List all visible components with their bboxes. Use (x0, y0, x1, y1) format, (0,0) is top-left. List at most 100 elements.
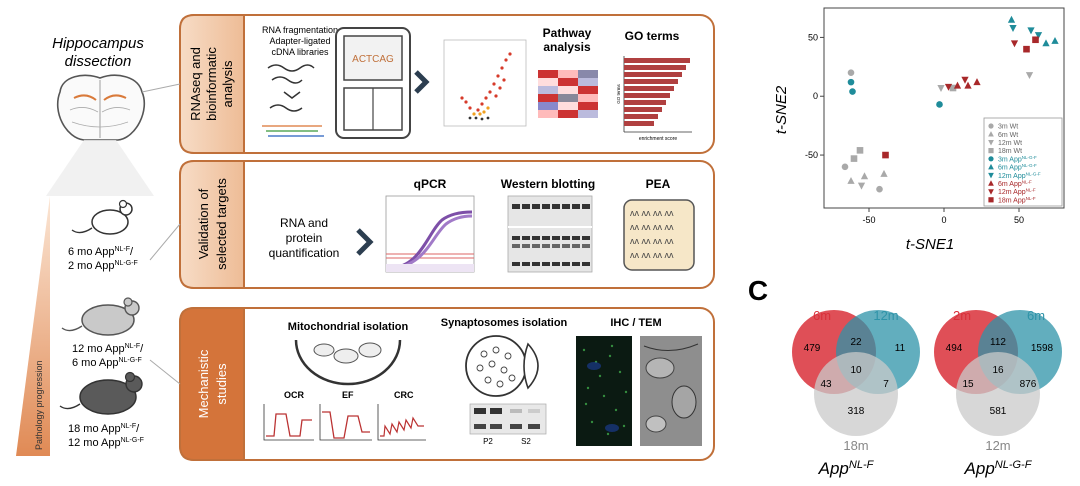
tsne-xtick-label: 50 (1014, 215, 1024, 225)
go-ylabel: GO terms (616, 84, 621, 104)
go-bar-thumbnail (623, 56, 692, 133)
tsne-point (1032, 36, 1039, 44)
ocr-axes (263, 404, 314, 441)
pea-plate-thumbnail: ʌʌ ʌʌ ʌʌ ʌʌ ʌʌ ʌʌ ʌʌ ʌʌ ʌʌ ʌʌ ʌʌ ʌʌ ʌʌ ʌ… (623, 199, 695, 271)
venn-right: 2m 6m 12m 494 112 1598 16 15 876 581 App… (934, 308, 1062, 478)
venn-right-caption: AppNL-G-F (964, 459, 1033, 478)
legend-label: 12m AppNL-F (998, 188, 1036, 197)
mouse-icon-1 (71, 199, 133, 235)
venn-left-abc: 10 (850, 365, 862, 376)
tsne-point (1009, 25, 1017, 32)
legend-marker (988, 189, 994, 195)
svg-text:ʌʌ ʌʌ ʌʌ ʌʌ: ʌʌ ʌʌ ʌʌ ʌʌ (630, 208, 674, 218)
tsne-point (953, 81, 962, 89)
qpcr-curve-thumbnail (385, 195, 475, 273)
rnaseq-side-line1: RNAseq and (188, 47, 203, 121)
venn-left-only-a: 479 (804, 343, 821, 354)
pathway-title-line2: analysis (543, 40, 591, 54)
zoom-cone (46, 140, 154, 196)
validation-side-line2: selected targets (214, 178, 229, 270)
venn-right-bc: 876 (1020, 379, 1037, 390)
rnaseq-side-line2: bioinformatic (204, 47, 219, 121)
venn-left-circle-c (814, 352, 898, 436)
legend-label: 6m AppNL-G-F (998, 163, 1037, 172)
panel-letter-c: C (748, 275, 768, 306)
pathway-title-line1: Pathway (543, 26, 592, 40)
mouse3-line2: 12 mo AppNL-G-F (68, 437, 144, 449)
panel-validation: Validation of selected targets RNA and p… (179, 160, 715, 289)
mechanistic-side-line1: Mechanistic (196, 349, 211, 418)
mito-title: Mitochondrial isolation (288, 321, 409, 333)
mouse1-line2: 2 mo AppNL-G-F (68, 260, 138, 272)
arrow-chevron-icon-2 (356, 228, 374, 256)
venn-right-circle-c (956, 352, 1040, 436)
dissection-title-line2: dissection (65, 53, 132, 70)
tsne-point (973, 78, 981, 86)
left-column: Hippocampus dissection Pathology progres… (16, 35, 154, 456)
ef-label: EF (342, 390, 354, 400)
tsne-point (937, 85, 945, 92)
ef-axes (319, 404, 372, 441)
legend-label: 3m AppNL-G-F (998, 155, 1037, 164)
venn-right-label-b: 6m (1027, 308, 1045, 323)
tsne-point (882, 151, 889, 159)
venn-left-caption: AppNL-F (818, 459, 875, 478)
tsne-point (880, 169, 888, 177)
venn-left: 6m 12m 18m 479 22 11 10 43 7 318 AppNL-F (792, 308, 920, 478)
rna-fragments-icon (262, 64, 324, 137)
venn-left-only-c: 318 (848, 406, 865, 417)
ocr-trace-thumbnail (266, 413, 312, 437)
arrow-chevron-icon (414, 70, 430, 94)
mechanistic-side-line2: studies (214, 363, 229, 405)
ihc-image-thumbnail (576, 336, 632, 446)
go-terms-title: GO terms (625, 29, 680, 43)
go-xlabel: enrichment score (639, 136, 678, 142)
heatmap-thumbnail (538, 70, 598, 118)
legend-marker (988, 156, 994, 162)
svg-text:ʌʌ ʌʌ ʌʌ ʌʌ: ʌʌ ʌʌ ʌʌ ʌʌ (630, 236, 674, 246)
legend-label: 12m AppNL-G-F (998, 171, 1041, 180)
venn-left-label-a: 6m (813, 308, 831, 323)
ihc-title: IHC / TEM (610, 317, 661, 329)
tsne-point (847, 78, 855, 86)
dissection-title-line1: Hippocampus (52, 35, 144, 52)
tsne-point (847, 176, 855, 184)
tsne-point (841, 163, 849, 171)
tsne-point (860, 172, 869, 180)
synapto-blot-thumbnail (469, 403, 547, 435)
svg-text:ʌʌ ʌʌ ʌʌ ʌʌ: ʌʌ ʌʌ ʌʌ ʌʌ (630, 222, 674, 232)
tsne-point (847, 69, 855, 77)
tsne-point (850, 155, 858, 162)
venn-right-label-c: 12m (985, 438, 1010, 453)
tsne-point (1027, 27, 1035, 35)
mouse1-line1: 6 mo AppNL-F/ (68, 246, 134, 258)
tsne-point (1010, 40, 1019, 48)
venn-left-bc: 7 (883, 379, 889, 390)
crc-axes (377, 404, 426, 441)
tsne-point (1042, 39, 1050, 47)
legend-marker (988, 180, 994, 186)
rna-protein-line2: protein (286, 231, 323, 245)
tsne-point (857, 182, 866, 190)
connector-lines (141, 83, 181, 385)
tsne-point (849, 88, 856, 95)
tsne-point (961, 76, 969, 84)
venn-right-only-a: 494 (946, 343, 963, 354)
rna-protein-line3: quantification (269, 246, 340, 260)
venn-section: C 6m 12m 18m 479 22 11 10 43 7 318 AppNL… (748, 275, 1062, 478)
venn-right-abc: 16 (992, 365, 1004, 376)
tsne-point (1023, 45, 1030, 53)
western-blot-thumbnail (507, 195, 593, 273)
tsne-point (949, 84, 957, 92)
venn-right-ac: 15 (962, 379, 974, 390)
tsne-ylabel: t-SNE2 (773, 85, 790, 134)
venn-right-only-c: 581 (990, 406, 1007, 417)
tsne-xlabel: t-SNE1 (906, 236, 954, 253)
sequencer-icon: ACTCAG (335, 27, 411, 139)
tsne-point (1034, 32, 1043, 40)
ef-trace-thumbnail (322, 411, 370, 439)
tem-image-thumbnail (640, 336, 702, 446)
tsne-point (944, 83, 953, 91)
